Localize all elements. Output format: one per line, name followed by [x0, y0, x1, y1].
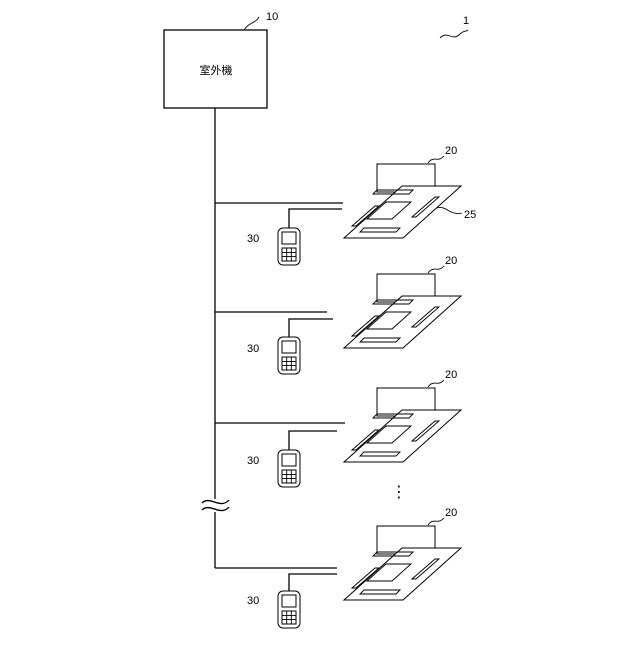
cassette-unit-1 — [344, 164, 461, 238]
remote-controller-4 — [278, 591, 300, 628]
panel-ref-label: 25 — [464, 209, 476, 221]
remote-controller-2 — [278, 337, 300, 374]
indoor-unit-3-ref: 20 — [445, 369, 457, 381]
indoor-unit-4-ref: 20 — [445, 507, 457, 519]
outdoor-unit-ref-label: 10 — [266, 11, 278, 23]
indoor-unit-4: 20 30 — [215, 507, 461, 628]
remote-4-ref: 30 — [247, 595, 259, 607]
pipe-break-mark-lower — [202, 507, 229, 511]
remote-1-ref: 30 — [247, 233, 259, 245]
cassette-unit-3 — [344, 388, 461, 462]
continuation-dots: ⋮ — [391, 484, 407, 501]
indoor-unit-1-ref: 20 — [445, 145, 457, 157]
indoor-unit-3: 20 30 — [215, 369, 461, 487]
remote-2-ref: 30 — [247, 343, 259, 355]
remote-controller-3 — [278, 450, 300, 487]
indoor-unit-1: 20 25 30 — [215, 145, 476, 265]
pipe-break-mark-upper — [202, 500, 229, 504]
indoor-unit-2: 20 30 — [215, 255, 461, 374]
system-ref-leader-line — [440, 30, 468, 38]
cassette-unit-4 — [344, 526, 461, 600]
system-ref-label: 1 — [463, 15, 469, 27]
cassette-unit-2 — [344, 274, 461, 348]
remote-3-ref: 30 — [247, 455, 259, 467]
remote-controller-1 — [278, 228, 300, 265]
outdoor-unit-label: 室外機 — [200, 63, 233, 77]
indoor-unit-2-ref: 20 — [445, 255, 457, 267]
outdoor-unit-leader-line — [244, 17, 259, 30]
